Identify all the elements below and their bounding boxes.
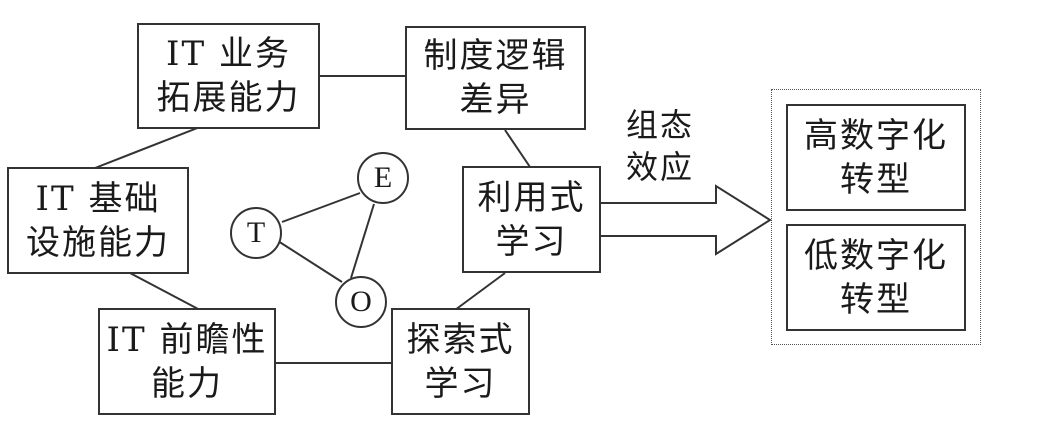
- configuration-effect-arrow: [598, 184, 772, 256]
- high-digital-transformation-box: 高数字化 转型: [786, 104, 966, 211]
- institutional-logic-line2: 差异: [459, 80, 532, 120]
- line-exploitative-learning-to-exploratory-learning: [454, 272, 506, 311]
- high-digital-transformation-line2: 转型: [840, 159, 912, 200]
- line-toe-t-to-e: [281, 192, 361, 223]
- it-foresight-box: IT 前瞻性 能力: [98, 308, 276, 415]
- toe-node-e: E: [357, 152, 409, 204]
- configuration-effect-label: 组态 效应: [612, 104, 708, 188]
- configuration-effect-line1: 组态: [625, 106, 694, 144]
- line-institutional-logic-to-exploitative-learning: [504, 129, 531, 168]
- low-digital-transformation-line1: 低数字化: [804, 235, 948, 276]
- toe-node-t: T: [230, 207, 282, 259]
- it-business-expansion-box: IT 业务 拓展能力: [137, 23, 320, 129]
- exploitative-learning-line2: 学习: [495, 221, 568, 262]
- it-business-expansion-line1: IT 业务: [166, 34, 291, 74]
- line-toe-e-to-o: [350, 203, 375, 279]
- exploitative-learning-line1: 利用式: [477, 177, 586, 218]
- toe-node-o: O: [335, 276, 387, 328]
- it-infrastructure-line1: IT 基础: [35, 178, 161, 219]
- exploratory-learning-box: 探索式 学习: [391, 308, 530, 415]
- low-digital-transformation-box: 低数字化 转型: [786, 224, 966, 331]
- high-digital-transformation-line1: 高数字化: [804, 115, 948, 156]
- it-foresight-line2: 能力: [151, 363, 223, 404]
- institutional-logic-line1: 制度逻辑: [423, 36, 568, 76]
- it-foresight-line1: IT 前瞻性: [106, 319, 268, 360]
- line-it-business-to-it-infrastructure: [94, 126, 201, 169]
- outcome-group: [771, 89, 981, 345]
- exploitative-learning-box: 利用式 学习: [462, 166, 601, 273]
- it-infrastructure-box: IT 基础 设施能力: [7, 167, 189, 274]
- institutional-logic-box: 制度逻辑 差异: [405, 26, 586, 130]
- configuration-effect-line2: 效应: [625, 148, 694, 186]
- it-business-expansion-line2: 拓展能力: [156, 78, 301, 118]
- exploratory-learning-line2: 学习: [424, 363, 497, 404]
- it-infrastructure-line2: 设施能力: [26, 222, 170, 263]
- line-it-infrastructure-to-it-foresight: [129, 272, 201, 311]
- exploratory-learning-line1: 探索式: [406, 319, 515, 360]
- low-digital-transformation-line2: 转型: [840, 279, 912, 320]
- line-toe-t-to-o: [277, 240, 343, 283]
